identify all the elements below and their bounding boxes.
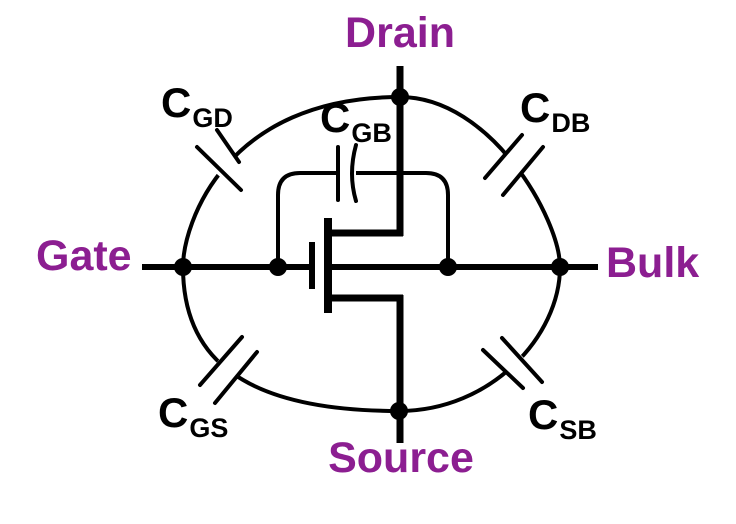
cgs-symbol: C	[158, 389, 189, 436]
capacitor-label-csb: CSB	[528, 391, 597, 444]
bulk-outer-junction-dot	[551, 258, 569, 276]
terminal-label-drain: Drain	[345, 9, 455, 57]
cgb-capacitor-plate-2	[350, 143, 358, 203]
capacitor-label-cgd: CGD	[161, 79, 233, 132]
bulk-inner-junction-dot	[439, 258, 457, 276]
capacitor-label-cdb: CDB	[520, 84, 590, 137]
cgs-capacitor-plate-2	[213, 350, 259, 405]
cgd-wire-gap	[211, 151, 241, 181]
csb-capacitor-plate-2	[500, 336, 544, 384]
inner-cgb-loop	[276, 171, 450, 267]
cdb-capacitor-plate-1	[483, 133, 524, 180]
source-junction-dot	[390, 402, 408, 420]
cgd-symbol: C	[161, 79, 192, 126]
capacitor-plates	[195, 128, 545, 405]
csb-symbol: C	[528, 391, 559, 438]
csb-capacitor-plate-1	[481, 348, 525, 390]
terminal-label-source: Source	[328, 434, 474, 482]
junction-dots	[174, 88, 569, 420]
capacitor-label-cgs: CGS	[158, 389, 228, 442]
terminal-label-gate: Gate	[36, 232, 132, 280]
cgd-capacitor-plate-2	[195, 145, 243, 192]
cgd-capacitor-plate-1	[215, 128, 241, 164]
cdb-symbol: C	[520, 84, 551, 131]
cdb-capacitor-plate-2	[501, 145, 545, 197]
gate-inner-junction-dot	[269, 258, 287, 276]
cgb-subscript: GB	[351, 118, 392, 148]
cgs-capacitor-plate-1	[198, 335, 244, 387]
terminal-label-bulk: Bulk	[606, 239, 700, 287]
cgb-symbol: C	[320, 94, 351, 141]
gate-outer-junction-dot	[174, 258, 192, 276]
cgs-subscript: GS	[189, 413, 229, 443]
cgd-subscript: GD	[192, 103, 233, 133]
cdb-subscript: DB	[551, 108, 591, 138]
csb-subscript: SB	[559, 415, 597, 445]
capacitor-label-cgb: CGB	[320, 94, 392, 147]
drain-junction-dot	[391, 88, 409, 106]
